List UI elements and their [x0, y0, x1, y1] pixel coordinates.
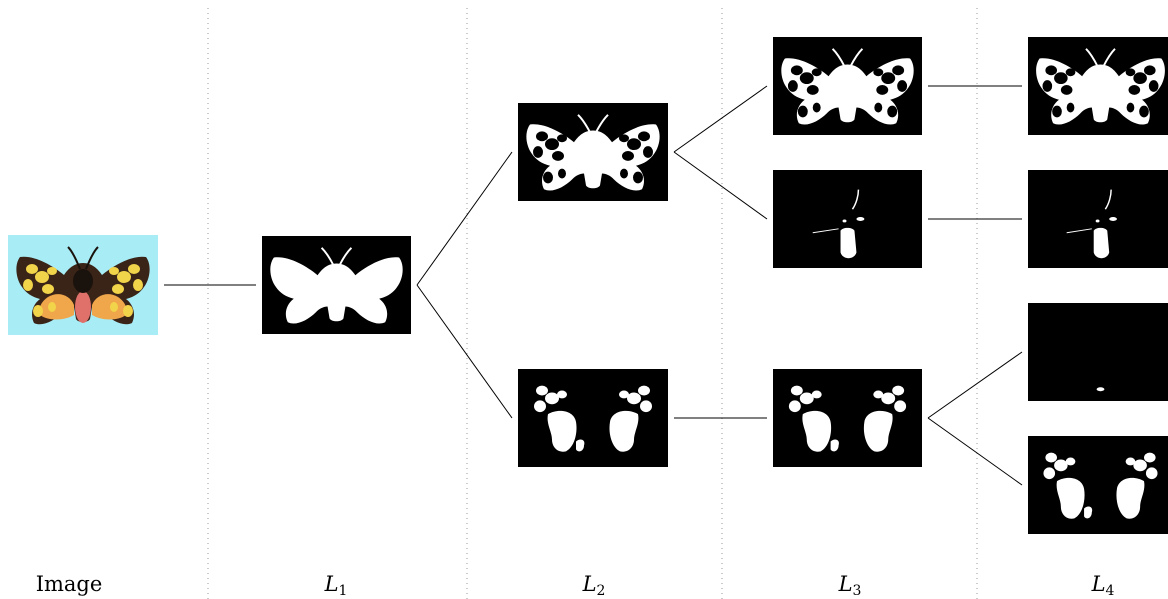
mask-L2-1	[518, 369, 668, 467]
column-label-L1: L1	[324, 572, 348, 599]
edge-L3-2-to-L4-2	[927, 351, 1023, 419]
tree-edges	[164, 85, 1023, 486]
edge-L3-2-to-L4-3	[927, 417, 1023, 486]
moth-photo	[8, 235, 158, 335]
mask-L4-3	[1028, 436, 1168, 534]
edge-L2-0-to-L3-1	[673, 151, 768, 220]
mask-L4-1	[1028, 170, 1168, 268]
mask-L4-0	[1028, 37, 1168, 135]
mask-L3-0	[773, 37, 922, 135]
column-label-L4: L4	[1091, 572, 1115, 599]
edge-L1-0-to-L2-0	[416, 151, 513, 286]
column-label-L2: L2	[582, 572, 606, 599]
mask-L4-2	[1028, 303, 1168, 401]
edge-L2-0-to-L3-0	[673, 85, 768, 153]
edge-L1-0-to-L2-1	[416, 284, 513, 419]
column-separators	[207, 8, 978, 599]
column-label-image: Image	[35, 572, 103, 596]
tree-nodes	[8, 37, 1168, 534]
mask-L3-2	[773, 369, 922, 467]
column-label-L3: L3	[838, 572, 862, 599]
mask-L1-0	[262, 236, 411, 334]
mask-L2-0	[518, 103, 668, 201]
mask-L3-1	[773, 170, 922, 268]
